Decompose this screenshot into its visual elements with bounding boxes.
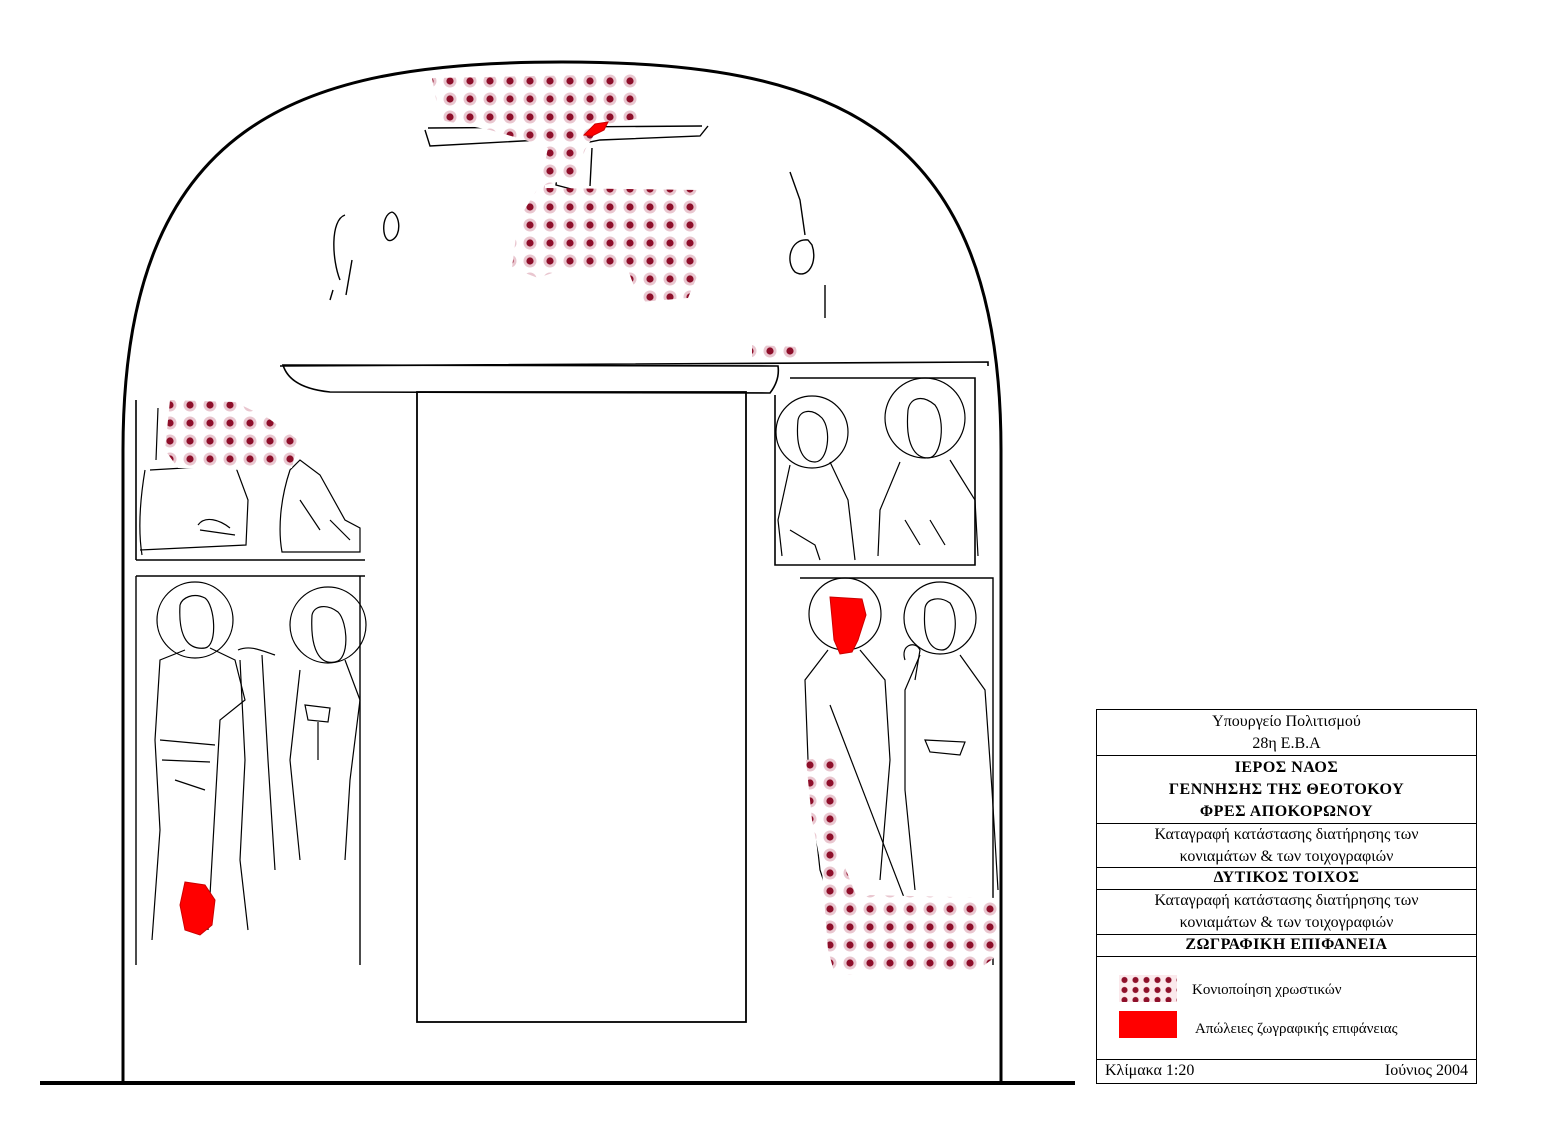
lintel-beam [281,364,780,394]
door-opening [416,391,747,1023]
ephorate-label: 28η Ε.Β.Α [1252,735,1321,752]
title-block: Υπουργείο Πολιτισμού 28η Ε.Β.Α ΙΕΡΟΣ ΝΑΟ… [1096,709,1477,1084]
right-lower-saints [804,577,999,901]
pigment-dusting-areas [165,74,998,975]
paint-loss-areas [179,121,867,936]
church-line-2: ΓΕΝΝΗΣΗΣ ΤΗΣ ΘΕΟΤΟΚΟΥ [1168,781,1405,798]
lunette-shelf [279,361,989,367]
surface-label: ΖΩΓΡΑΦΙΚΗ ΕΠΙΦΑΝΕΙΑ [1185,936,1388,953]
left-upper-saints [139,407,361,556]
wall-outline [121,60,1003,1083]
tb-survey-2: Καταγραφή κατάστασης διατήρησης των κονι… [1097,890,1476,935]
tb-footer: Κλίμακα 1:20 Ιούνιος 2004 [1097,1059,1476,1083]
tb-surface: ΖΩΓΡΑΦΙΚΗ ΕΠΙΦΑΝΕΙΑ [1097,935,1476,957]
legend-swatch-loss [1119,1011,1177,1038]
right-upper-saints [775,377,979,561]
survey2-line-2: κονιαμάτων & των τοιχογραφιών [1179,914,1394,931]
church-line-3: ΦΡΕΣ ΑΠΟΚΟΡΩΝΟΥ [1199,803,1374,820]
left-lower-saints [151,581,367,941]
date-label: Ιούνιος 2004 [1384,1062,1468,1079]
tb-church: ΙΕΡΟΣ ΝΑΟΣ ΓΕΝΝΗΣΗΣ ΤΗΣ ΘΕΟΤΟΚΟΥ ΦΡΕΣ ΑΠ… [1097,756,1476,824]
tb-wall: ΔΥΤΙΚΟΣ ΤΟΙΧΟΣ [1097,868,1476,890]
legend-label-loss: Απώλειες ζωγραφικής επιφάνειας [1195,1021,1398,1037]
right-lower-panel [800,577,994,965]
legend: Κονιοποίηση χρωστικών Απώλειες ζωγραφική… [1097,957,1476,1062]
left-lower-panel [135,576,361,965]
survey-line-2: κονιαμάτων & των τοιχογραφιών [1179,848,1394,865]
ministry-label: Υπουργείο Πολιτισμού [1212,713,1361,730]
legend-swatch-dusting [1119,975,1177,1002]
left-upper-panel [135,400,365,577]
tb-header: Υπουργείο Πολιτισμού 28η Ε.Β.Α [1097,710,1476,756]
tb-survey: Καταγραφή κατάστασης διατήρησης των κονι… [1097,824,1476,868]
scale-label: Κλίμακα 1:20 [1105,1062,1195,1079]
legend-label-dusting: Κονιοποίηση χρωστικών [1192,982,1342,998]
survey2-line-1: Καταγραφή κατάστασης διατήρησης των [1154,892,1419,909]
right-upper-panel [774,377,976,566]
church-line-1: ΙΕΡΟΣ ΝΑΟΣ [1234,759,1339,776]
survey-line-1: Καταγραφή κατάστασης διατήρησης των [1154,826,1419,843]
wall-label: ΔΥΤΙΚΟΣ ΤΟΙΧΟΣ [1213,869,1360,886]
